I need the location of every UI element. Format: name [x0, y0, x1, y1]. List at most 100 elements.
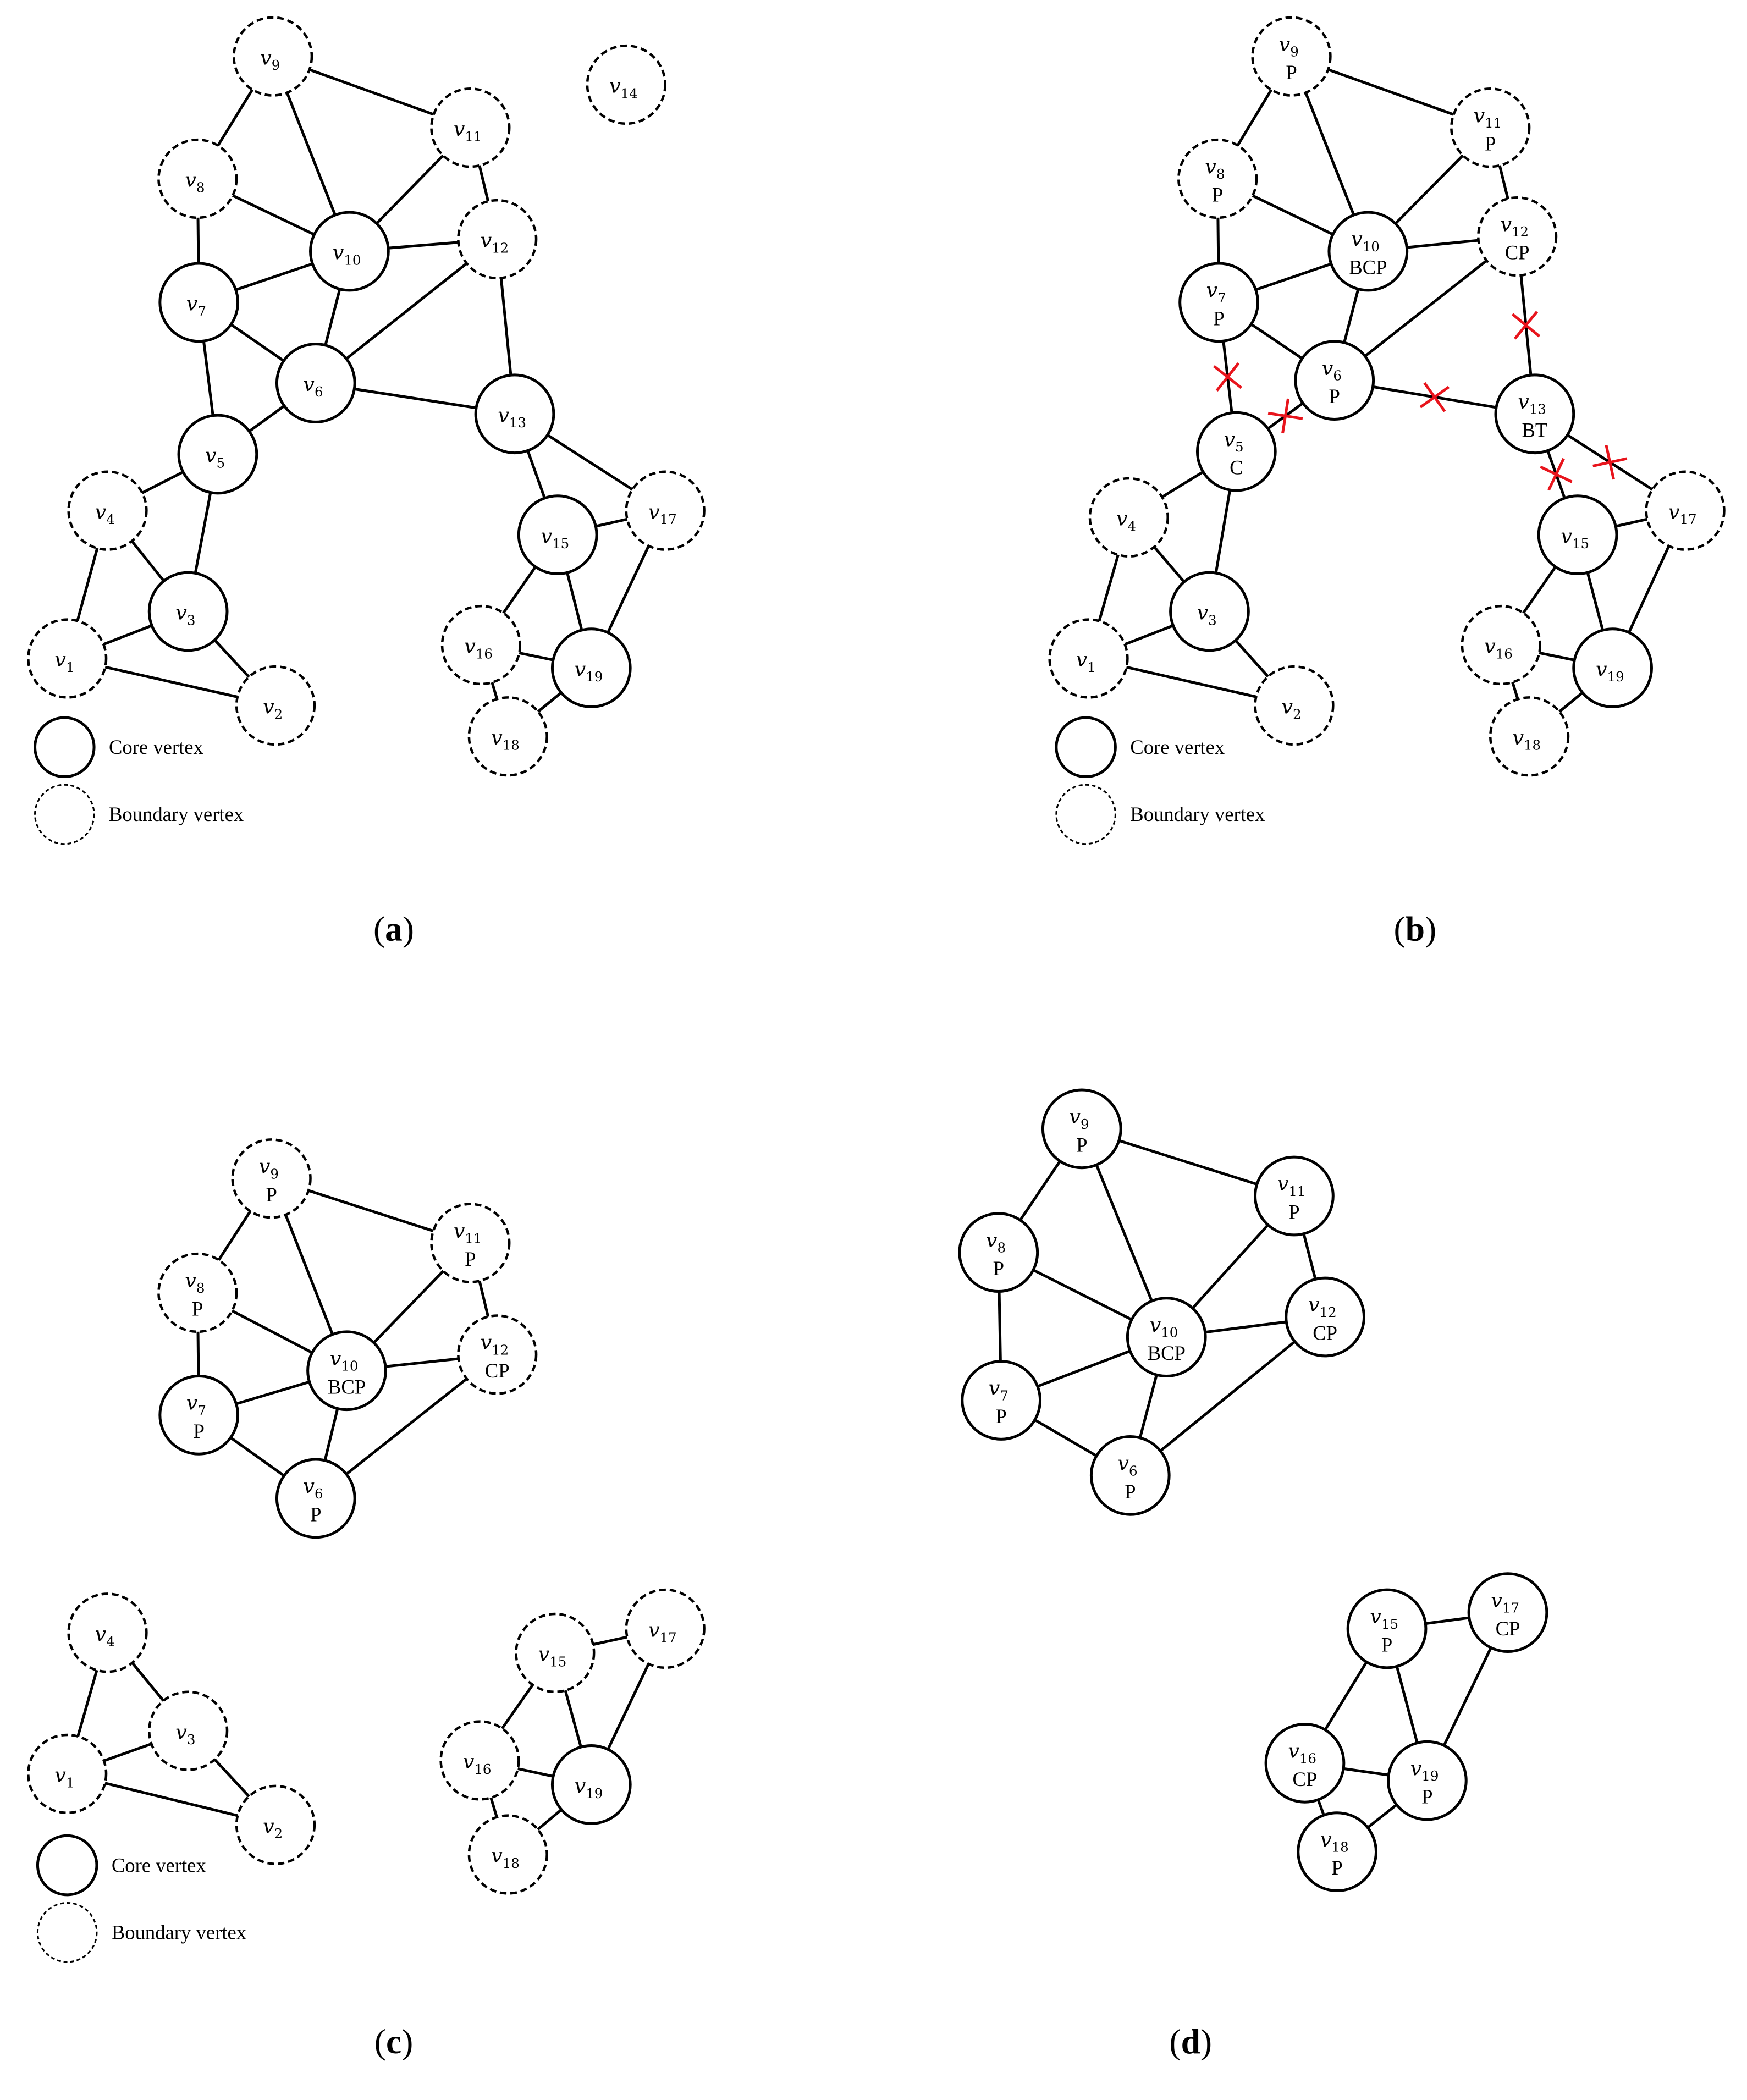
vertices: v1v2v3v4v6Pv7Pv8Pv9Pv10BCPv11Pv12CPv15v1… — [27, 1138, 706, 1895]
boundary-vertex-circle — [430, 1203, 511, 1283]
vertex-v16: v16 — [440, 604, 522, 686]
core-vertex-circle — [1327, 211, 1409, 292]
cut-mark-v13-v17 — [1592, 445, 1628, 480]
vertex-v4: v4 — [67, 470, 148, 551]
core-vertex-circle — [474, 373, 555, 455]
boundary-vertex-circle — [457, 1314, 538, 1395]
vertex-v8: v8 — [157, 138, 238, 219]
vertex-tag: P — [1213, 307, 1224, 329]
core-vertex-circle — [1537, 494, 1618, 576]
edge-v12-v6 — [1129, 1316, 1326, 1477]
vertex-v9: v9 — [232, 16, 313, 97]
vertex-tag: CP — [1293, 1768, 1318, 1790]
boundary-vertex-circle — [27, 1733, 108, 1814]
core-vertex-circle — [1254, 1155, 1335, 1237]
legend-boundary-swatch — [34, 784, 95, 845]
vertex-label: v12 — [1308, 1293, 1337, 1320]
vertex-v11: v11 — [430, 87, 511, 168]
cut-mark-v6-v13 — [1419, 382, 1450, 412]
vertex-v2: v2 — [1254, 665, 1335, 746]
vertex-v8: v8P — [958, 1212, 1039, 1293]
boundary-vertex-circle — [439, 1720, 520, 1801]
vertex-label: v5 — [1224, 427, 1243, 455]
vertex-label: v7 — [989, 1376, 1008, 1404]
vertex-tag: P — [192, 1298, 203, 1320]
vertex-tag: P — [1212, 184, 1223, 206]
vertex-label: v19 — [575, 1774, 603, 1801]
vertex-v18: v18 — [1489, 696, 1570, 777]
vertex-tag: CP — [485, 1359, 510, 1382]
vertex-v8: v8P — [157, 1252, 238, 1333]
vertex-v4: v4 — [67, 1592, 148, 1673]
core-vertex-circle — [1386, 1740, 1468, 1821]
vertex-label: v2 — [263, 1814, 283, 1842]
vertex-label: v7 — [1206, 278, 1226, 306]
boundary-vertex-circle — [231, 1138, 312, 1219]
cut-mark-v12-v13 — [1511, 311, 1541, 340]
vertex-v2: v2 — [235, 1784, 316, 1865]
vertex-label: v1 — [54, 1763, 74, 1791]
vertex-v18: v18 — [467, 1814, 548, 1895]
vertex-label: v4 — [1116, 507, 1136, 534]
panel-b: v1v2v3v4v5Cv6Pv7Pv8Pv9Pv10BCPv11Pv12CPv1… — [1048, 16, 1726, 949]
vertex-v1: v1 — [27, 618, 108, 699]
legend-boundary-label: Boundary vertex — [109, 803, 244, 825]
vertex-label: v11 — [1473, 103, 1502, 131]
legend-core-swatch — [1055, 716, 1117, 779]
vertex-v7: v7P — [158, 1374, 240, 1456]
vertex-v9: v9P — [1251, 16, 1332, 97]
vertex-label: v13 — [1518, 390, 1546, 417]
legend-boundary-label: Boundary vertex — [1130, 803, 1265, 825]
vertex-tag: P — [465, 1248, 476, 1270]
vertex-label: v17 — [1668, 500, 1697, 527]
core-vertex-circle — [550, 627, 632, 708]
vertex-label: v15 — [1370, 1605, 1398, 1632]
core-vertex-circle — [1572, 627, 1653, 708]
core-vertex-circle — [1294, 340, 1375, 421]
vertex-label: v9 — [1069, 1105, 1089, 1132]
vertex-v4: v4 — [1088, 477, 1169, 558]
vertex-v13: v13 — [474, 373, 555, 455]
vertex-label: v14 — [609, 74, 638, 102]
core-vertex-circle — [177, 414, 258, 495]
vertex-label: v12 — [1500, 212, 1529, 240]
boundary-vertex-circle — [467, 1814, 548, 1895]
vertex-label: v1 — [54, 648, 74, 675]
vertex-v17: v17 — [1645, 470, 1726, 551]
core-vertex-circle — [1346, 1588, 1428, 1669]
vertex-v9: v9P — [231, 1138, 312, 1219]
legend-boundary-swatch — [36, 1901, 98, 1963]
vertex-label: v3 — [175, 1720, 195, 1748]
vertex-v14: v14 — [586, 44, 666, 125]
vertex-label: v6 — [1322, 356, 1342, 384]
cut-mark-stroke — [1540, 465, 1573, 483]
vertex-label: v7 — [186, 1391, 206, 1419]
vertex-tag: P — [193, 1420, 204, 1442]
vertex-v3: v3 — [148, 1690, 229, 1771]
vertex-label: v11 — [1277, 1172, 1306, 1199]
vertex-label: v10 — [333, 241, 361, 268]
core-vertex-circle — [1494, 373, 1575, 455]
core-vertex-circle — [1178, 262, 1259, 343]
core-vertex-circle — [550, 1744, 632, 1825]
vertex-tag: P — [266, 1183, 277, 1206]
boundary-vertex-circle — [1489, 696, 1570, 777]
vertex-label: v11 — [454, 117, 482, 145]
core-vertex-circle — [1195, 411, 1277, 492]
vertex-label: v12 — [480, 1331, 509, 1358]
vertex-tag: BCP — [1349, 256, 1387, 279]
boundary-vertex-circle — [27, 618, 108, 699]
vertex-label: v18 — [491, 726, 520, 753]
boundary-vertex-circle — [430, 87, 511, 168]
legend-core-swatch — [36, 1834, 98, 1897]
core-vertex-circle — [1467, 1572, 1548, 1653]
vertex-v5: v5 — [177, 414, 258, 495]
vertex-label: v6 — [303, 372, 323, 400]
vertex-v15: v15 — [517, 494, 598, 576]
